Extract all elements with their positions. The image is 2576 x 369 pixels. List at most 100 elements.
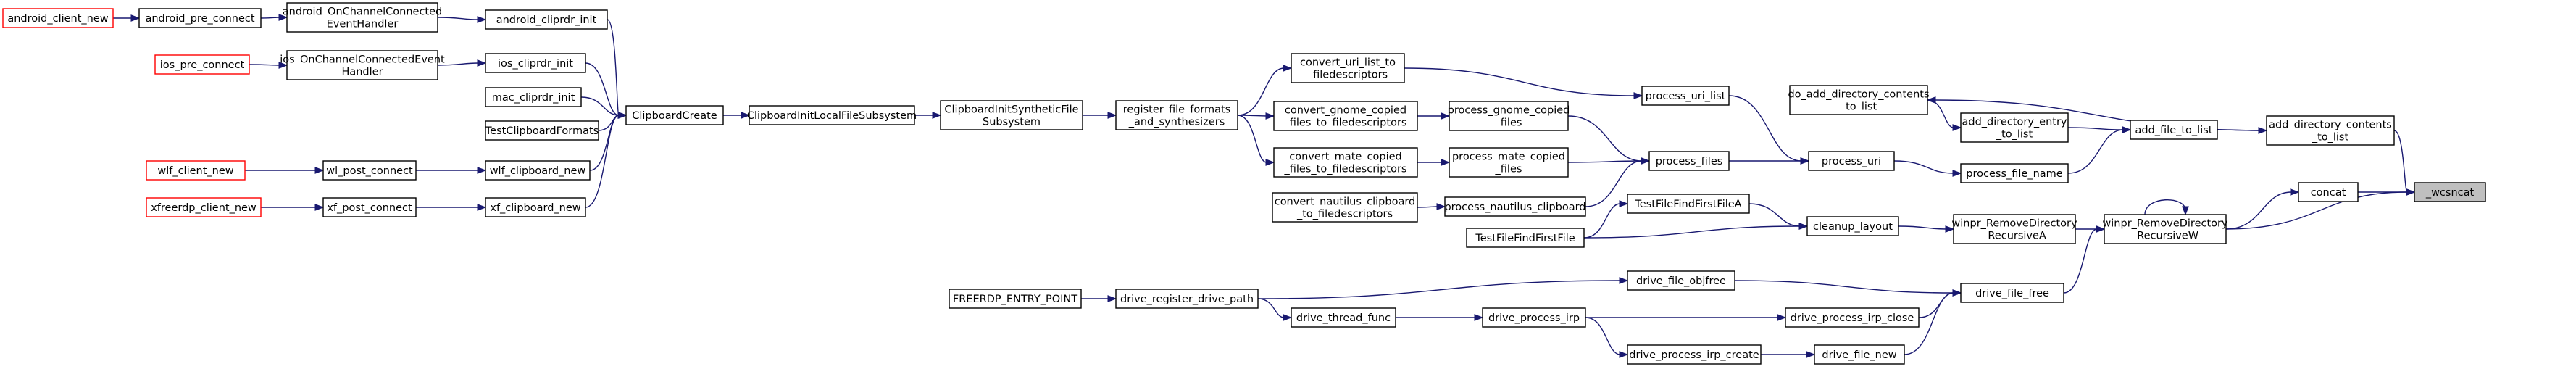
node-label: TestFileFindFirstFileA — [1634, 199, 1741, 210]
node-process-file-name[interactable]: process_file_name — [1960, 163, 2069, 183]
edge-arrowhead — [741, 112, 751, 119]
node-convert-nautilus-clipboard-to-filedescriptors[interactable]: convert_nautilus_clipboard_to_filedescri… — [1272, 192, 1418, 223]
node--wcsncat[interactable]: _wcsncat — [2414, 182, 2486, 202]
node-testfilefindfirstfile[interactable]: TestFileFindFirstFile — [1466, 228, 1585, 248]
node-android-pre-connect[interactable]: android_pre_connect — [138, 8, 262, 28]
node-add-file-to-list[interactable]: add_file_to_list — [2130, 120, 2218, 140]
node-convert-uri-list-to-filedescriptors[interactable]: convert_uri_list_to_filedescriptors — [1291, 53, 1405, 83]
node-box — [2414, 182, 2486, 202]
node-drive-process-irp-create[interactable]: drive_process_irp_create — [1627, 344, 1762, 365]
edge-line — [1893, 160, 1954, 174]
node-cleanup-layout[interactable]: cleanup_layout — [1806, 216, 1899, 236]
node-box — [1627, 344, 1762, 365]
edge-process_mate_copied_files-to-process_files — [1567, 157, 1651, 165]
node-testfilefindfirstfilea[interactable]: TestFileFindFirstFileA — [1627, 194, 1750, 214]
edge-ios_pre_connect-to-ios_OnChannelConnectedEventHandler — [249, 62, 288, 69]
node-wl-post-connect[interactable]: wl_post_connect — [322, 160, 417, 181]
edge-convert_gnome_copied_files_to_filedescriptors-to-process_gnome_copied_files — [1417, 112, 1451, 120]
edge-arrowhead — [1619, 351, 1629, 358]
edge-TestFileFindFirstFileA-to-cleanup_layout — [1748, 203, 1809, 230]
node-concat[interactable]: concat — [2298, 182, 2359, 202]
edge-process_gnome_copied_files-to-process_files — [1567, 115, 1651, 165]
node-label: drive_process_irp_create — [1629, 349, 1759, 361]
node-add-directory-contents-to-list[interactable]: add_directory_contents_to_list — [2266, 115, 2395, 146]
node-label: register_file_formats — [1123, 104, 1230, 116]
edge-ios_OnChannelConnectedEventHandler-to-ios_cliprdr_init — [437, 59, 487, 67]
node-drive-file-free[interactable]: drive_file_free — [1960, 283, 2064, 303]
edge-arrowhead — [130, 14, 141, 22]
node-xf-clipboard-new[interactable]: xf_clipboard_new — [485, 197, 586, 217]
edge-FREERDP_ENTRY_POINT-to-drive_register_drive_path — [1081, 295, 1117, 302]
edge-line — [1585, 317, 1621, 355]
node-process-uri[interactable]: process_uri — [1808, 151, 1895, 171]
node-wlf-client-new[interactable]: wlf_client_new — [146, 160, 246, 181]
edge-line — [1904, 292, 1954, 355]
node-ios-pre-connect[interactable]: ios_pre_connect — [154, 54, 250, 75]
edge-line — [1257, 298, 1285, 318]
node-xf-post-connect[interactable]: xf_post_connect — [322, 197, 417, 217]
edge-android_pre_connect-to-android_OnChannelConnectedEventHandler — [260, 14, 288, 21]
node-android-cliprdr-init[interactable]: android_cliprdr_init — [485, 9, 608, 30]
edge-arrowhead — [314, 204, 325, 211]
node-label: concat — [2311, 187, 2346, 199]
edge-line — [1585, 160, 1643, 207]
node-do-add-directory-contents-to-list[interactable]: do_add_directory_contents_to_list — [1788, 85, 1930, 115]
node-ios-cliprdr-init[interactable]: ios_cliprdr_init — [485, 53, 586, 73]
node-winpr-removedirectory-recursivew[interactable]: winpr_RemoveDirectory_RecursiveW — [2102, 214, 2228, 244]
edge-line — [2144, 199, 2186, 215]
node-box — [1785, 307, 1920, 328]
edge-drive_file_objfree-to-drive_file_free — [1734, 280, 1962, 297]
node-convert-mate-copied-files-to-filedescriptors[interactable]: convert_mate_copied_files_to_filedescrip… — [1273, 147, 1418, 178]
node-label: drive_process_irp — [1488, 312, 1580, 324]
node-winpr-removedirectory-recursivea[interactable]: winpr_RemoveDirectory_RecursiveA — [1951, 214, 2077, 244]
node-box — [146, 160, 246, 181]
node-drive-file-new[interactable]: drive_file_new — [1814, 344, 1905, 365]
node-convert-gnome-copied-files-to-filedescriptors[interactable]: convert_gnome_copied_files_to_filedescri… — [1273, 101, 1418, 131]
node-process-uri-list[interactable]: process_uri_list — [1641, 86, 1730, 106]
edge-line — [1237, 67, 1285, 116]
node-process-nautilus-clipboard[interactable]: process_nautilus_clipboard — [1444, 196, 1586, 217]
node-box — [1808, 151, 1895, 171]
node-clipboardinitlocalfilesubsystem[interactable]: ClipboardInitLocalFileSubsystem — [747, 105, 917, 125]
node-label: add_file_to_list — [2135, 125, 2213, 136]
node-process-mate-copied-files[interactable]: process_mate_copied_files — [1449, 147, 1569, 178]
node-drive-register-drive-path[interactable]: drive_register_drive_path — [1115, 289, 1259, 309]
node-drive-process-irp[interactable]: drive_process_irp — [1482, 307, 1586, 328]
node-process-gnome-copied-files[interactable]: process_gnome_copied_files — [1448, 101, 1570, 131]
node-process-files[interactable]: process_files — [1648, 151, 1730, 171]
node-register-file-formats-and-synthesizers[interactable]: register_file_formats_and_synthesizers — [1115, 100, 1238, 130]
node-drive-file-objfree[interactable]: drive_file_objfree — [1627, 270, 1735, 291]
node-label: _to_list — [1840, 101, 1877, 113]
edge-line — [585, 115, 620, 208]
node-drive-thread-func[interactable]: drive_thread_func — [1291, 307, 1396, 328]
node-testclipboardformats[interactable]: TestClipboardFormats — [485, 120, 599, 141]
node-box — [2298, 182, 2359, 202]
node-label: drive_register_drive_path — [1120, 294, 1254, 305]
edge-arrowhead — [1619, 277, 1629, 284]
node-label: winpr_RemoveDirectory — [2102, 218, 2228, 230]
node-box — [485, 53, 586, 73]
edge-arrowhead — [2290, 188, 2300, 196]
node-label: _files_to_filedescriptors — [1284, 164, 1407, 175]
node-wlf-cliboard-new[interactable]: wlf_clipboard_new — [485, 160, 591, 181]
node-label: process_file_name — [1966, 168, 2063, 180]
edge-TestFileFindFirstFile-to-cleanup_layout — [1583, 223, 1809, 239]
node-clipboardcreate[interactable]: ClipboardCreate — [625, 105, 724, 125]
node-add-directory-entry-to-list[interactable]: add_directory_entry_to_list — [1960, 112, 2069, 143]
edge-line — [1728, 95, 1802, 162]
node-box — [286, 50, 438, 80]
node-drive-process-irp-close[interactable]: drive_process_irp_close — [1785, 307, 1920, 328]
edge-process_nautilus_clipboard-to-process_files — [1585, 157, 1651, 207]
node-box — [1466, 228, 1585, 248]
node-label: android_client_new — [7, 13, 108, 25]
node-box — [286, 2, 438, 33]
node-android-client-new[interactable]: android_client_new — [2, 8, 114, 28]
node-freerdp-entry-point[interactable]: FREERDP_ENTRY_POINT — [949, 289, 1082, 309]
node-label: android_cliprdr_init — [496, 14, 597, 26]
node-label: _RecursiveW — [2131, 231, 2198, 242]
node-mac-cliprdr-init[interactable]: mac_cliprdr_init — [485, 87, 582, 107]
node-xfreerdp-client-new[interactable]: xfreerdp_client_new — [146, 197, 262, 217]
